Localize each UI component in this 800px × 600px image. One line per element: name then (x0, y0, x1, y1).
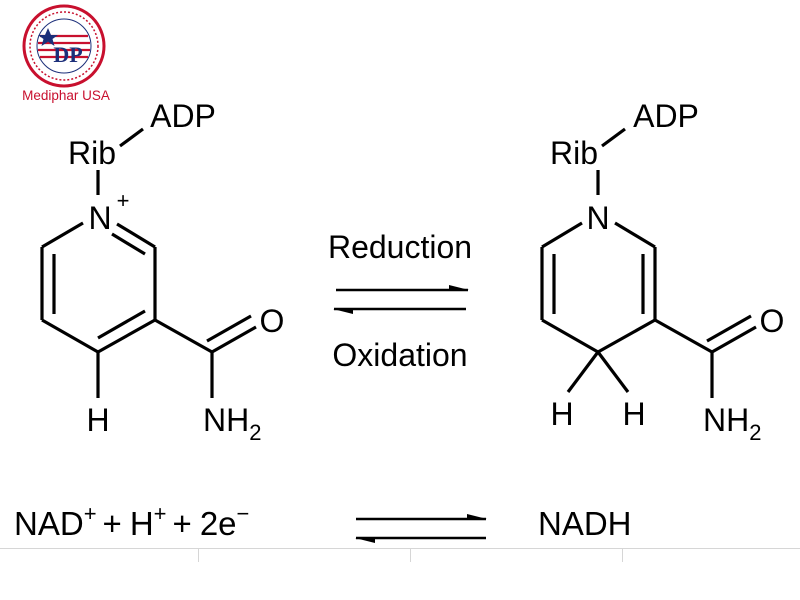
nitrogen-charge: + (117, 188, 130, 213)
divider (0, 548, 800, 549)
ribose-label: Rib (68, 135, 116, 171)
overall-equation: NAD++H++2e− NADH (14, 501, 632, 543)
nad-charge: + (84, 501, 97, 526)
ring-bond-double (97, 309, 146, 340)
oxidation-label: Oxidation (332, 337, 467, 373)
ribose-label: Rib (550, 135, 598, 171)
nadh-term: NADH (538, 505, 632, 542)
plus-sign: + (173, 505, 192, 542)
hydrogen-left-label: H (550, 396, 573, 432)
nad-plus-structure: Rib ADP N + H O NH2 (40, 98, 285, 445)
nadh-structure: Rib ADP N H H O NH2 (540, 98, 785, 445)
ring-bond (597, 318, 656, 354)
plus-sign: + (103, 505, 122, 542)
ring-carbonyl-bond (154, 318, 213, 354)
divider-tick (198, 549, 199, 562)
logo-monogram: DP (53, 42, 82, 67)
equilibrium-arrows: Reduction Oxidation (328, 229, 472, 373)
electron-charge: − (237, 501, 250, 526)
brand-name: Mediphar USA (22, 88, 110, 103)
electron-term: 2e (200, 505, 237, 542)
hydrogen-right-label: H (622, 396, 645, 432)
ring-carbonyl-bond (654, 318, 713, 354)
proton-term: H (130, 505, 154, 542)
ring-bond (116, 222, 156, 249)
proton-charge: + (154, 501, 167, 526)
ribose-adp-bond (601, 127, 626, 148)
reduction-label: Reduction (328, 229, 472, 265)
ribose-adp-bond (119, 127, 144, 148)
nad-term: NAD (14, 505, 84, 542)
equation-reactants: NAD++H++2e− (14, 501, 249, 542)
carbonyl-oxygen-label: O (760, 303, 785, 339)
divider-tick (410, 549, 411, 562)
divider-tick (622, 549, 623, 562)
ring-bond (541, 318, 599, 354)
carbonyl-bond (211, 325, 257, 354)
mediphar-logo: DP (22, 4, 106, 88)
ring-bond (541, 221, 583, 249)
carbonyl-bond (711, 325, 757, 354)
carbonyl-oxygen-label: O (260, 303, 285, 339)
adp-label: ADP (633, 98, 699, 134)
logo-seal-icon: DP (22, 4, 106, 88)
carbonyl-bond-double (206, 314, 252, 343)
amide-label: NH2 (203, 402, 261, 445)
amide-label: NH2 (703, 402, 761, 445)
ring-bond (41, 221, 84, 249)
ring-bond (41, 318, 99, 354)
ch2-bond-left (566, 351, 600, 393)
carbonyl-bond-double (706, 314, 752, 343)
ring-nitrogen-label: N (88, 200, 111, 236)
ring-bond-double (111, 232, 146, 256)
ring-bond (614, 221, 656, 249)
ring-nitrogen-label: N (586, 200, 609, 236)
adp-label: ADP (150, 98, 216, 134)
ring-hydrogen-label: H (86, 402, 109, 438)
ring-bond (97, 318, 156, 354)
ch2-bond-right (596, 351, 630, 393)
